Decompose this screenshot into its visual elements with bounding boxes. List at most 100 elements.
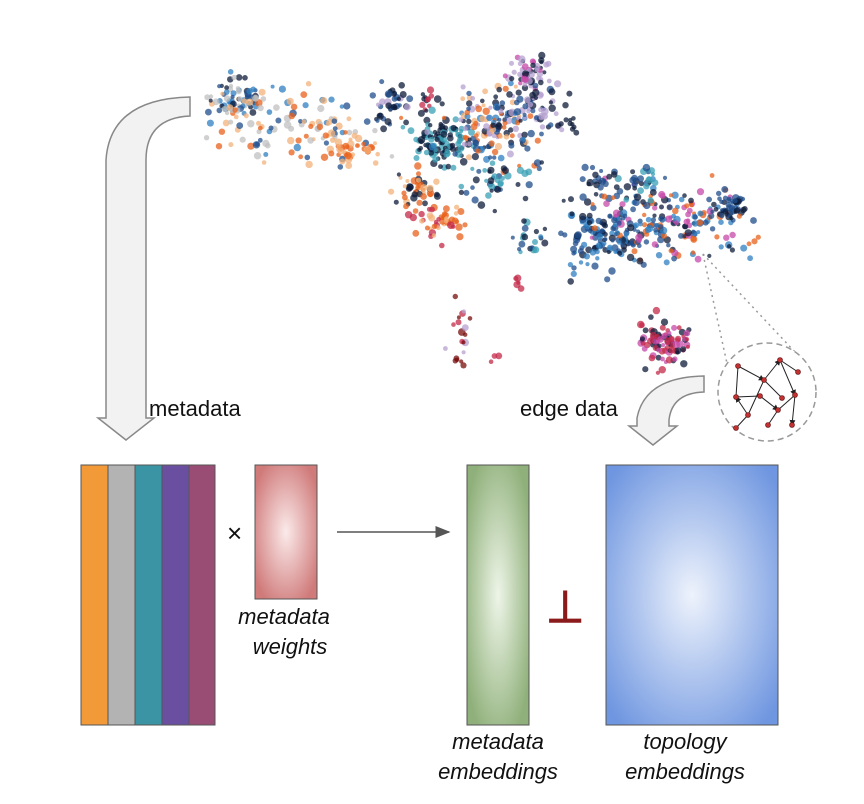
scatter-point bbox=[666, 243, 671, 248]
scatter-point bbox=[665, 215, 673, 223]
scatter-point bbox=[567, 120, 573, 127]
scatter-point bbox=[526, 109, 531, 114]
scatter-point bbox=[648, 354, 656, 362]
scatter-point bbox=[439, 242, 445, 249]
scatter-point bbox=[257, 137, 263, 143]
scatter-point bbox=[302, 102, 309, 109]
scatter-point bbox=[535, 68, 539, 73]
scatter-point bbox=[645, 176, 653, 184]
scatter-point bbox=[642, 163, 651, 172]
scatter-point bbox=[423, 116, 431, 124]
scatter-point bbox=[343, 130, 348, 135]
scatter-point bbox=[527, 101, 534, 108]
scatter-point bbox=[278, 85, 286, 93]
scatter-point bbox=[344, 151, 352, 160]
topology-embeddings-caption-line2: embeddings bbox=[625, 759, 745, 784]
scatter-point bbox=[432, 156, 439, 163]
scatter-point bbox=[678, 196, 685, 203]
scatter-point bbox=[569, 211, 575, 217]
scatter-point bbox=[336, 144, 341, 149]
scatter-point bbox=[323, 140, 329, 146]
scatter-point bbox=[613, 249, 618, 254]
scatter-point bbox=[660, 318, 669, 326]
scatter-point bbox=[606, 249, 611, 255]
scatter-point bbox=[652, 213, 657, 218]
scatter-point bbox=[532, 82, 539, 89]
scatter-point bbox=[426, 189, 435, 197]
scatter-point bbox=[218, 128, 226, 135]
scatter-point bbox=[346, 129, 353, 136]
scatter-point bbox=[680, 346, 687, 353]
scatter-point bbox=[528, 71, 535, 78]
scatter-point bbox=[424, 108, 429, 113]
scatter-point bbox=[436, 217, 441, 222]
scatter-point bbox=[208, 98, 213, 103]
orthogonal-symbol: ⊥ bbox=[546, 583, 585, 632]
scatter-point bbox=[391, 96, 398, 102]
scatter-point bbox=[611, 216, 618, 224]
scatter-point bbox=[443, 346, 448, 351]
metadata-embeddings-caption: metadata embeddings bbox=[428, 727, 568, 787]
scatter-point bbox=[508, 80, 514, 87]
scatter-point bbox=[533, 95, 539, 100]
scatter-point bbox=[616, 188, 624, 195]
topology-embeddings-caption-line1: topology bbox=[643, 729, 727, 754]
scatter-point bbox=[526, 68, 531, 72]
scatter-point bbox=[390, 90, 397, 97]
scatter-point bbox=[595, 256, 600, 261]
scatter-point bbox=[420, 193, 427, 200]
scatter-point bbox=[473, 120, 479, 126]
scatter-point bbox=[441, 211, 448, 217]
metadata-label: metadata bbox=[149, 396, 241, 421]
scatter-point bbox=[515, 182, 521, 187]
scatter-point bbox=[602, 178, 607, 183]
scatter-point bbox=[674, 220, 679, 226]
scatter-point bbox=[672, 207, 679, 215]
scatter-point bbox=[608, 267, 616, 275]
scatter-point bbox=[675, 335, 682, 342]
scatter-point bbox=[428, 106, 436, 114]
scatter-point bbox=[405, 179, 410, 183]
scatter-point bbox=[450, 146, 456, 152]
scatter-point bbox=[414, 162, 422, 170]
scatter-point bbox=[642, 222, 648, 228]
scatter-point bbox=[502, 85, 509, 92]
scatter-point bbox=[486, 131, 492, 137]
scatter-point bbox=[693, 232, 698, 237]
scatter-point bbox=[458, 189, 464, 195]
scatter-point bbox=[561, 198, 566, 203]
scatter-point bbox=[208, 94, 214, 99]
scatter-point bbox=[239, 136, 246, 143]
scatter-point bbox=[253, 152, 262, 160]
scatter-point bbox=[441, 115, 447, 120]
scatter-point bbox=[316, 123, 324, 130]
scatter-point bbox=[684, 337, 690, 342]
scatter-point bbox=[260, 96, 267, 102]
scatter-point bbox=[577, 248, 584, 255]
scatter-point bbox=[452, 293, 458, 300]
scatter-point bbox=[570, 270, 577, 277]
scatter-point bbox=[288, 112, 296, 120]
scatter-point bbox=[548, 100, 554, 105]
scatter-point bbox=[459, 129, 464, 134]
scatter-point bbox=[676, 325, 682, 331]
scatter-point bbox=[586, 220, 593, 226]
scatter-point bbox=[638, 221, 643, 227]
scatter-point bbox=[379, 98, 386, 105]
scatter-point bbox=[702, 219, 709, 226]
scatter-point bbox=[538, 51, 546, 60]
scatter-point bbox=[722, 195, 728, 201]
scatter-point bbox=[734, 207, 741, 214]
scatter-point bbox=[484, 178, 489, 183]
scatter-point bbox=[223, 89, 230, 95]
scatter-point bbox=[649, 332, 657, 339]
scatter-point bbox=[609, 230, 615, 236]
scatter-point bbox=[293, 143, 301, 152]
scatter-point bbox=[235, 86, 241, 91]
scatter-point bbox=[567, 262, 574, 268]
scatter-point bbox=[428, 136, 435, 143]
scatter-point bbox=[714, 234, 720, 240]
scatter-point bbox=[513, 108, 522, 116]
scatter-point bbox=[620, 242, 625, 248]
scatter-point bbox=[445, 163, 452, 170]
